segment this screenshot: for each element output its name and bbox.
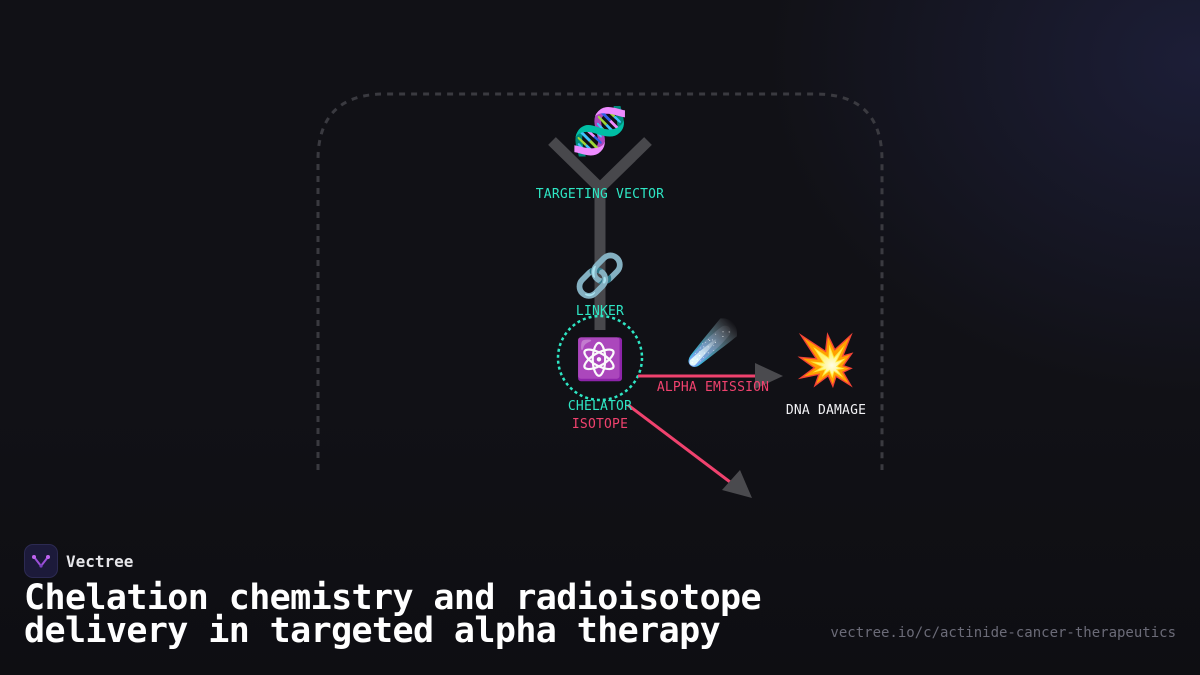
antibody-left-arm [548,137,604,192]
atom-icon: ⚛️ [575,337,625,383]
collision-icon: 💥 [794,331,858,389]
source-url: vectree.io/c/actinide-cancer-therapeutic… [830,625,1176,641]
link-icon: 🔗 [573,251,627,300]
dna-damage-label: DNA DAMAGE [785,403,867,418]
targeting-vector-label: TARGETING VECTOR [535,187,665,202]
recoil-arrow [627,403,739,490]
page-title-line-1: Chelation chemistry and radioisotope [24,578,762,618]
dna-icon: 🧬 [571,104,629,158]
page-title: Chelation chemistry and radioisotope del… [24,578,824,651]
alpha-emission-label: ALPHA EMISSION [656,380,770,395]
alpha-emission-arrowhead [755,363,783,389]
vectree-logo-icon [24,544,58,578]
brand: Vectree [24,544,133,578]
brand-name: Vectree [66,551,134,571]
antibody-right-arm [596,137,652,192]
recoil-arrowhead [722,470,752,498]
chelator-cage [556,314,644,402]
page-title-line-2: delivery in targeted alpha therapy [24,611,721,651]
cell-boundary [316,92,884,470]
chelator-label: CHELATOR [567,399,633,414]
linker-label: LINKER [575,304,625,319]
comet-icon: ☄️ [686,318,740,367]
isotope-label: ISOTOPE [571,417,629,432]
